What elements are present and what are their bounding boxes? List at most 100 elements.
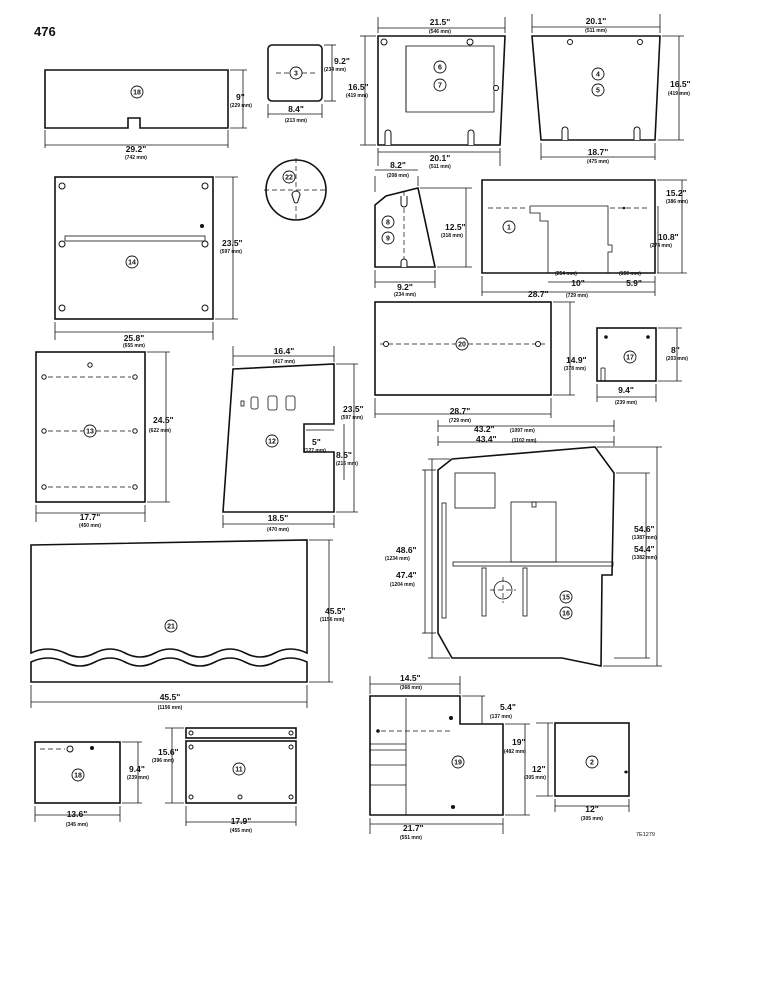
svg-text:6: 6 xyxy=(438,65,442,72)
dim-bottom: 20.1" xyxy=(430,153,451,163)
svg-text:(1102 mm): (1102 mm) xyxy=(512,438,537,444)
dim-cutout-2: 5.9" xyxy=(626,278,642,288)
dim-height: 12.5" xyxy=(445,222,466,232)
svg-text:(742 mm): (742 mm) xyxy=(125,155,147,161)
svg-text:(239 mm): (239 mm) xyxy=(615,400,637,406)
dim-height: 14.9" xyxy=(566,355,587,365)
dim-width: 13.6" xyxy=(67,809,88,819)
dim-height: 9.2" xyxy=(334,56,350,66)
svg-text:(450 mm): (450 mm) xyxy=(79,523,101,529)
dim-notch-width: 5" xyxy=(312,437,321,447)
dim-height: 16.5" xyxy=(348,82,369,92)
panel-14: 14 25.8" (655 mm) 23.5" (597 mm) xyxy=(54,176,243,349)
svg-text:(378 mm): (378 mm) xyxy=(564,366,586,372)
svg-text:(551 mm): (551 mm) xyxy=(400,835,422,841)
svg-text:(213 mm): (213 mm) xyxy=(285,118,307,124)
svg-text:(254 mm): (254 mm) xyxy=(555,271,577,277)
dim-right-1: 54.6" xyxy=(634,524,655,534)
svg-text:18: 18 xyxy=(74,773,82,780)
svg-text:(729 mm): (729 mm) xyxy=(449,418,471,424)
panel-17: 17 8" (203 mm) 9.4" (239 mm) xyxy=(596,327,688,406)
panel-21: 21 45.5" (1156 mm) 45.5" (1156 mm) xyxy=(30,539,346,711)
dim-height: 9.4" xyxy=(129,764,145,774)
svg-text:(419 mm): (419 mm) xyxy=(668,91,690,97)
dim-height: 15.6" xyxy=(158,747,179,757)
dim-height: 16.5" xyxy=(670,79,691,89)
dim-top: 16.4" xyxy=(274,346,295,356)
svg-text:1: 1 xyxy=(507,225,511,232)
svg-text:15: 15 xyxy=(562,595,570,602)
svg-text:11: 11 xyxy=(235,767,243,774)
svg-text:(1097 mm): (1097 mm) xyxy=(510,428,535,434)
svg-text:(234 mm): (234 mm) xyxy=(324,67,346,73)
svg-text:12: 12 xyxy=(268,439,276,446)
svg-text:9: 9 xyxy=(386,236,390,243)
dim-width: 45.5" xyxy=(160,692,181,702)
dim-height: 23.5" xyxy=(222,238,243,248)
dim-top: 14.5" xyxy=(400,673,421,683)
svg-text:(597 mm): (597 mm) xyxy=(341,415,363,421)
panel-18-bottom: 18 9.4" (239 mm) 13.6" (345 mm) xyxy=(34,741,149,828)
svg-text:5: 5 xyxy=(596,88,600,95)
svg-text:(511 mm): (511 mm) xyxy=(429,164,451,170)
svg-text:(239 mm): (239 mm) xyxy=(127,775,149,781)
svg-text:(318 mm): (318 mm) xyxy=(441,233,463,239)
dim-height: 12" xyxy=(532,764,546,774)
svg-text:(1156 mm): (1156 mm) xyxy=(158,705,183,711)
svg-text:(1156 mm): (1156 mm) xyxy=(320,617,345,623)
dim-width: 17.9" xyxy=(231,816,252,826)
svg-text:4: 4 xyxy=(596,72,600,79)
dim-notch: 5.4" xyxy=(500,702,516,712)
panel-19: 19 14.5" (368 mm) 5.4" (137 mm) 19" (482… xyxy=(369,673,530,841)
svg-text:(305 mm): (305 mm) xyxy=(581,816,603,822)
panel-15-16: 15 16 43.2" (1097 mm) 43.4" (1102 mm) 48… xyxy=(385,420,662,667)
dim-width: 28.7" xyxy=(450,406,471,416)
svg-text:(345 mm): (345 mm) xyxy=(66,822,88,828)
svg-text:(368 mm): (368 mm) xyxy=(400,685,422,691)
dim-height: 19" xyxy=(512,737,526,747)
svg-text:(216 mm): (216 mm) xyxy=(336,461,358,467)
drawing-reference: 7E1279 xyxy=(636,832,655,838)
svg-text:(274 mm): (274 mm) xyxy=(650,243,672,249)
dim-top: 21.5" xyxy=(430,17,451,27)
panel-number: 18 xyxy=(133,90,141,97)
dim-width: 29.2" xyxy=(126,144,147,154)
svg-text:(1234 mm): (1234 mm) xyxy=(385,556,410,562)
svg-text:(419 mm): (419 mm) xyxy=(346,93,368,99)
panel-3: 3 8.4" (213 mm) 9.2" (234 mm) xyxy=(267,44,350,124)
dim-height: 8" xyxy=(671,345,680,355)
svg-text:(386 mm): (386 mm) xyxy=(666,199,688,205)
dim-top: 8.2" xyxy=(390,160,406,170)
svg-text:(455 mm): (455 mm) xyxy=(230,828,252,834)
dim-height: 23.5" xyxy=(343,404,364,414)
svg-text:(234 mm): (234 mm) xyxy=(394,292,416,298)
svg-text:(511 mm): (511 mm) xyxy=(585,28,607,34)
panel-11: 11 15.6" (396 mm) 17.9" (455 mm) xyxy=(152,727,297,834)
dim-width-1: 43.2" xyxy=(474,424,495,434)
svg-text:13: 13 xyxy=(86,429,94,436)
svg-text:(1382 mm): (1382 mm) xyxy=(632,555,657,561)
panel-18-top: 18 29.2" (742 mm) 9" (229 mm) xyxy=(44,69,252,161)
panel-20: 20 14.9" (378 mm) 28.7" (729 mm) xyxy=(374,301,587,424)
dim-notch-height: 8.5" xyxy=(336,450,352,460)
svg-text:(470 mm): (470 mm) xyxy=(267,527,289,533)
dim-inner-height: 10.8" xyxy=(658,232,679,242)
svg-text:(546 mm): (546 mm) xyxy=(429,29,451,35)
dim-width: 9.4" xyxy=(618,385,634,395)
svg-text:(305 mm): (305 mm) xyxy=(524,775,546,781)
svg-text:(150 mm): (150 mm) xyxy=(619,271,641,277)
svg-text:(1204 mm): (1204 mm) xyxy=(390,582,415,588)
panel-12: 12 16.4" (417 mm) 23.5" (597 mm) 5" (127… xyxy=(222,346,364,533)
svg-text:20: 20 xyxy=(458,342,466,349)
svg-text:(475 mm): (475 mm) xyxy=(587,159,609,165)
svg-text:(417 mm): (417 mm) xyxy=(273,359,295,365)
panel-4-5: 4 5 20.1" (511 mm) 16.5" (419 mm) 18.7" … xyxy=(531,14,691,165)
panel-8-9: 8 9 8.2" (208 mm) 12.5" (318 mm) 9.2" (2… xyxy=(374,160,472,298)
dim-height: 9" xyxy=(236,92,245,102)
svg-text:22: 22 xyxy=(285,175,293,182)
dim-bottom: 18.5" xyxy=(268,513,289,523)
dim-left-1: 48.6" xyxy=(396,545,417,555)
panel-6-7: 6 7 21.5" (546 mm) 16.5" (419 mm) 20.1" … xyxy=(346,17,506,170)
svg-text:7: 7 xyxy=(438,83,442,90)
